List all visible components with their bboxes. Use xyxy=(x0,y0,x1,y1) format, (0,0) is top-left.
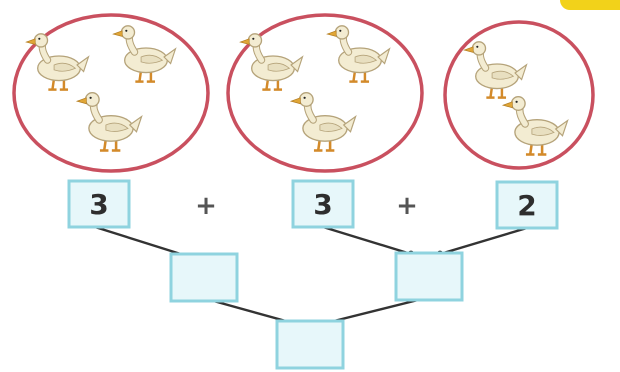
group-circle xyxy=(443,20,595,170)
sum-box-2-frame xyxy=(394,251,464,302)
duck-groups xyxy=(12,13,595,173)
addend-box-1: 3 xyxy=(67,179,131,229)
number-boxes: 3 3 2 xyxy=(67,179,559,370)
addend-box-3-frame xyxy=(495,180,559,230)
connector-line xyxy=(94,225,188,258)
sum-box-2 xyxy=(394,251,464,302)
operator-signs: ++ xyxy=(195,191,418,221)
addend-box-3: 2 xyxy=(495,180,559,230)
addend-box-1-frame xyxy=(67,179,131,229)
connector-line xyxy=(325,297,423,325)
plus-sign-1: + xyxy=(195,191,217,221)
addend-box-2-frame xyxy=(291,179,355,229)
sum-box-1 xyxy=(169,252,239,303)
connector-line xyxy=(322,225,412,256)
connector-line xyxy=(209,298,294,325)
addend-box-2-value: 3 xyxy=(313,188,332,221)
plus-sign-2: + xyxy=(396,191,418,221)
duck-group-3 xyxy=(443,20,595,170)
total-box-frame xyxy=(275,319,345,370)
duck-group-2 xyxy=(226,13,424,173)
total-box xyxy=(275,319,345,370)
addend-box-1-value: 3 xyxy=(89,188,108,221)
sum-box-1-frame xyxy=(169,252,239,303)
duck-group-1 xyxy=(12,13,210,173)
connector-line xyxy=(439,226,528,256)
addend-box-3-value: 2 xyxy=(517,189,536,222)
corner-badge xyxy=(560,0,620,10)
addend-box-2: 3 xyxy=(291,179,355,229)
